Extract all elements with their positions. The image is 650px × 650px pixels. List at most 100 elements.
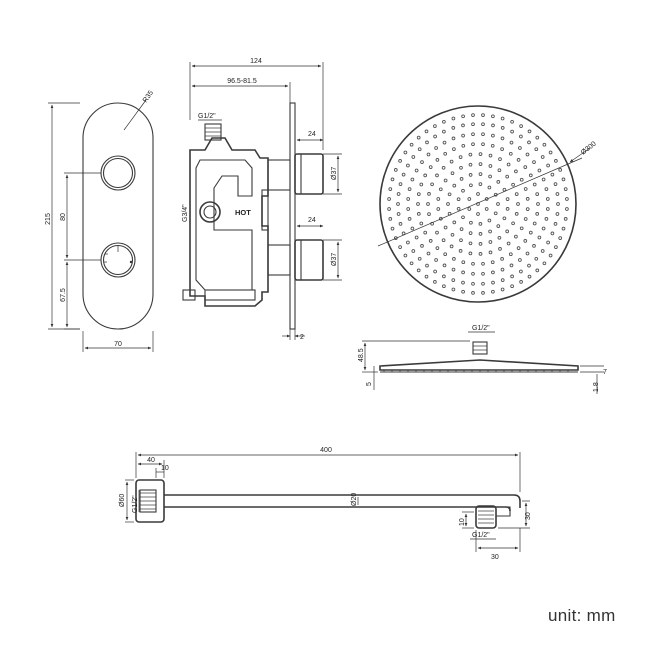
head-height-dim: 48.5 [358,348,365,362]
nozzle-dot [554,159,558,163]
nozzle-dot [401,172,406,177]
nozzle-dot [511,221,515,226]
nozzle-dot [461,123,465,128]
nozzle-dot [498,157,502,161]
nozzle-dot [496,180,501,184]
width-dim: 70 [114,341,122,348]
side-port [199,201,221,223]
nozzle-dot [541,177,546,182]
nozzle-dot [535,212,540,216]
nozzle-dot [393,168,398,172]
nozzle-dot [561,226,566,231]
nozzle-dot [471,281,475,286]
nozzle-dot [509,263,514,268]
nozzle-dot [398,245,402,249]
outlet-thread-dim-arm: G1/2" [472,532,490,539]
nozzle-dot [491,289,495,294]
valve-side-view: HOT 124 96.5-81.5 G1/2" G3/4" 24 Ø37 24 … [182,58,342,341]
radius-dim: R35 [142,90,155,105]
nozzle-dot [414,235,419,240]
nozzle-dot [449,159,454,164]
nozzle-dot [468,251,473,256]
knob-dia-top-dim: Ø37 [331,167,338,180]
nozzle-dot [519,177,524,182]
nozzle-dot [461,270,465,275]
nozzle-dot [423,173,428,178]
nozzle-dot [409,261,414,266]
nozzle-dot [461,289,465,294]
nozzle-dot [423,230,428,235]
nozzle-dot [459,227,464,231]
nozzle-dot [519,269,523,274]
nozzle-dot [441,238,446,243]
nozzle-dot [508,252,513,257]
nozzle-dot [534,256,539,261]
nozzle-dot [451,116,456,121]
nozzle-dot [481,122,485,127]
nozzle-dot [441,165,446,170]
nozzle-dot [478,152,483,156]
nozzle-dot [409,142,414,147]
arm-outlet-bend [496,506,511,517]
nozzle-dot [443,151,448,156]
nozzle-dot [510,119,514,124]
nozzle-dot [537,235,542,240]
nozzle-dot [452,220,457,225]
nozzle-dot [442,140,447,145]
nozzle-dot [476,212,480,216]
nozzle-dot [478,242,483,246]
nozzle-dot [433,280,437,284]
nozzle-dot [416,192,421,196]
nozzle-dot [536,202,540,206]
nozzle-dot [532,244,536,248]
nozzle-dot [525,207,530,211]
nozzle-dot [396,192,401,196]
nozzle-dot [396,212,401,216]
nozzle-dot [481,271,485,276]
arm-inlet-thread-dim: G1/2" [132,495,139,513]
nozzle-dot [452,147,456,151]
nozzle-dot [490,143,495,148]
head-thickness-right-dim: 7 [603,369,607,376]
nozzle-dot [516,202,520,206]
nozzle-dot [388,217,393,221]
nozzle-dot [471,122,475,127]
temperature-scale-icon [104,246,133,264]
nozzle-dot [411,155,416,159]
nozzle-dot [500,147,504,151]
nozzle-dot [387,207,391,211]
nozzle-dot [505,197,510,201]
nozzle-dot [456,197,461,202]
nozzle-dot [527,274,532,279]
radius-leader [123,99,147,131]
nozzle-dot [390,226,395,231]
nozzle-dot [388,187,393,191]
nozzle-dot [478,182,483,186]
height-dim: 215 [45,213,52,225]
nozzle-dot [451,287,456,292]
nozzle-dot [488,174,492,179]
nozzle-dot [406,197,411,201]
head-thickness-left-dim: 5 [366,382,373,386]
nozzle-dot [434,258,438,262]
head-body-side [379,359,579,371]
nozzle-dot [540,155,545,159]
nozzle-dot [511,182,515,187]
nozzle-dot [497,235,502,240]
nozzle-dot [519,280,523,284]
pipe-dia-dim: Ø20 [351,493,358,506]
nozzle-dot [550,231,555,236]
nozzle-dot [471,271,475,276]
nozzle-dot [471,113,475,117]
head-thread-dim: G1/2" [472,325,490,332]
nozzle-dot [481,261,485,266]
nozzle-dot [523,165,528,169]
nozzle-dot [478,222,483,226]
nozzle-dot [508,151,513,156]
nozzle-dot [500,126,505,130]
nozzle-dot [442,129,446,134]
nozzle-dot [481,281,485,286]
nozzle-dot [488,250,493,255]
nozzle-dot [419,182,424,187]
